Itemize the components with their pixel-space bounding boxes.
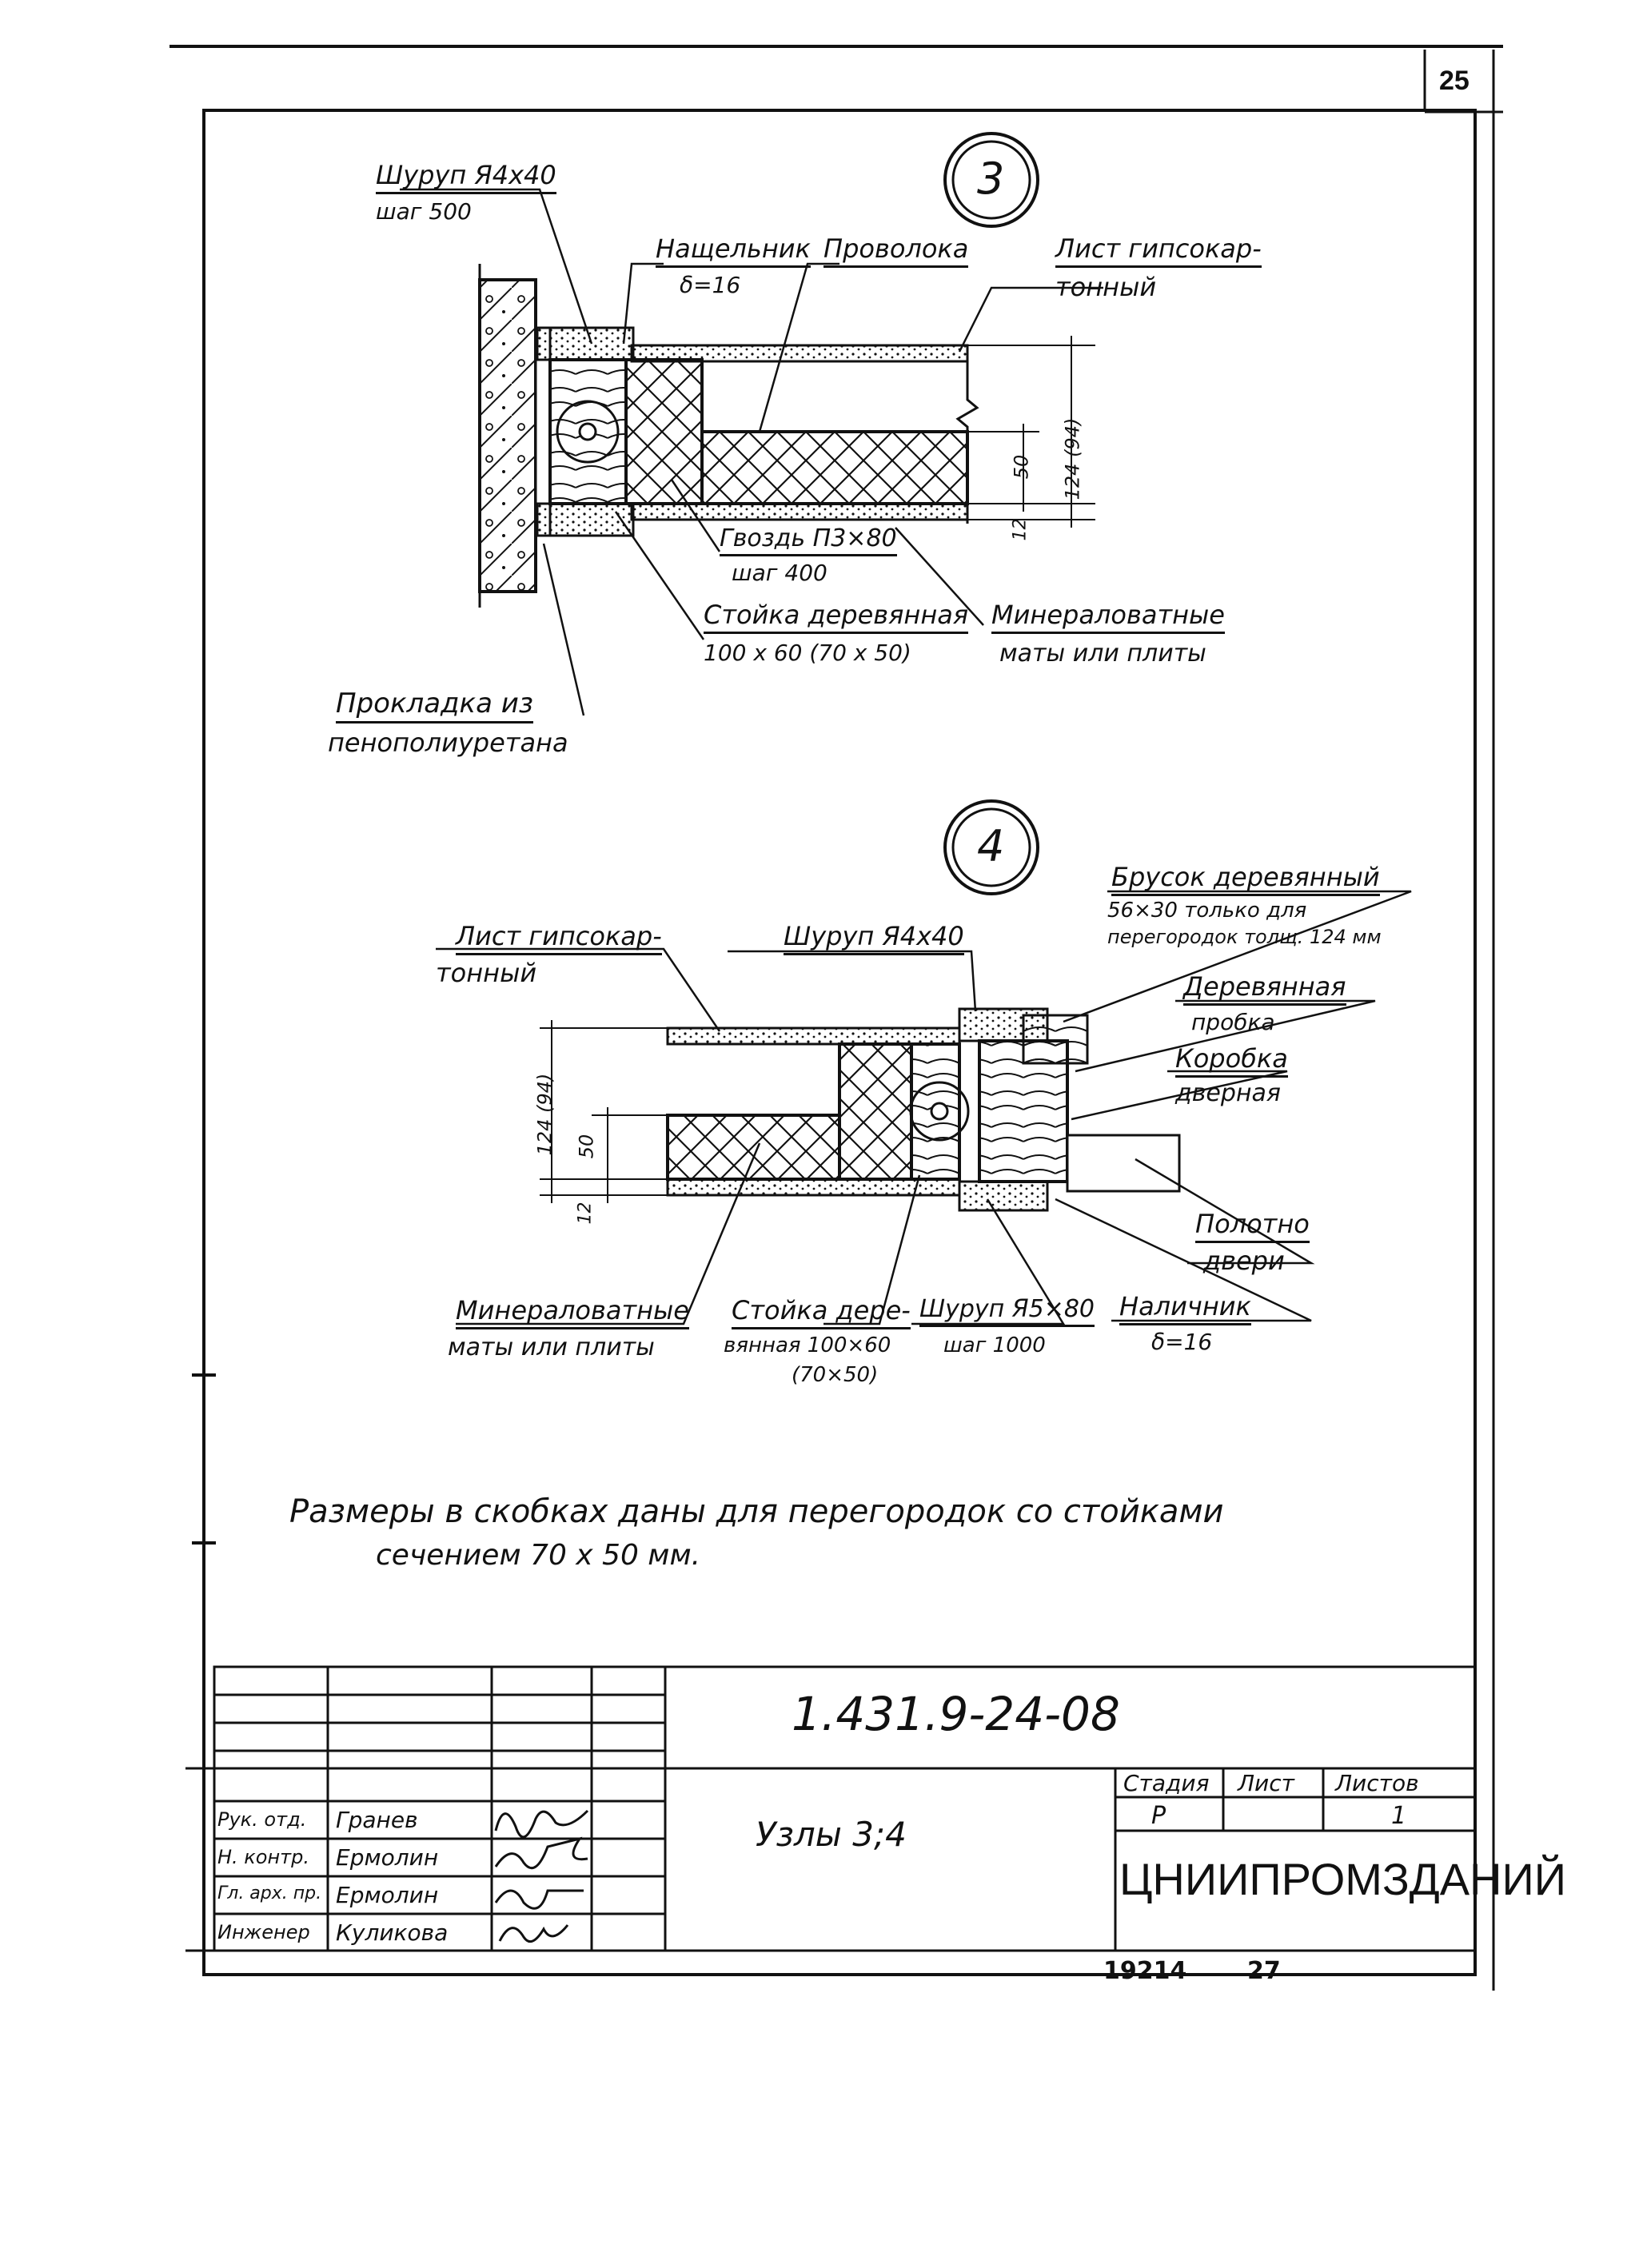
n3-mineral-label: Минераловатные bbox=[991, 600, 1225, 634]
sheets-header: Листов bbox=[1335, 1770, 1419, 1796]
n3-wire-label: Проволока bbox=[824, 233, 969, 268]
gypsum-top bbox=[630, 344, 969, 363]
node-4-drawing bbox=[436, 799, 1412, 1325]
n4-plug-label: Деревянная bbox=[1183, 971, 1346, 1006]
role-row-4: Инженер bbox=[217, 1921, 310, 1943]
n4-casing-size: δ=16 bbox=[1151, 1329, 1213, 1355]
archive-number: 19214 bbox=[1103, 1957, 1187, 1985]
node-4-circle bbox=[943, 799, 1039, 895]
n3-screw-step: шаг 500 bbox=[376, 198, 472, 225]
page-count: 27 bbox=[1247, 1957, 1281, 1985]
n4-leaf-label: Полотно bbox=[1195, 1209, 1310, 1243]
n3-gypsum-label-2: тонный bbox=[1055, 272, 1157, 302]
n4-bar-label-2: 56×30 только для bbox=[1107, 899, 1307, 923]
sheet-header: Лист bbox=[1238, 1770, 1294, 1796]
role-row-3: Гл. арх. пр. bbox=[217, 1883, 322, 1903]
n4-plug-label-2: пробка bbox=[1191, 1009, 1275, 1035]
n4-dim-total: 124 (94) bbox=[533, 1073, 556, 1156]
name-row-2: Ермолин bbox=[336, 1844, 439, 1871]
signatures bbox=[494, 1809, 589, 1943]
node-3-drawing bbox=[400, 132, 1103, 716]
node-4-label: 4 bbox=[977, 821, 1005, 871]
n3-mineral-label-2: маты или плиты bbox=[999, 640, 1206, 668]
n3-stud-size: 100 х 60 (70 х 50) bbox=[704, 640, 911, 666]
n4-bar-label: Брусок деревянный bbox=[1111, 862, 1380, 896]
n4-stud-label: Стойка дере- bbox=[732, 1295, 911, 1329]
n4-gypsum-label-2: тонный bbox=[436, 958, 537, 988]
stage-header: Стадия bbox=[1123, 1770, 1210, 1796]
n3-dim-50: 50 bbox=[1010, 454, 1033, 480]
n3-platband-size: δ=16 bbox=[680, 272, 741, 298]
node-3-label: 3 bbox=[977, 153, 1005, 204]
title-block-grid bbox=[213, 1665, 1477, 1952]
node-3-circle bbox=[943, 132, 1039, 228]
role-row-2: Н. контр. bbox=[217, 1846, 310, 1868]
n3-gasket-label: Прокладка из bbox=[336, 688, 533, 723]
n3-dim-12: 12 bbox=[1010, 518, 1031, 541]
gypsum-bottom bbox=[630, 502, 969, 521]
n3-platband-label: Нащельник bbox=[656, 233, 811, 268]
n4-box-label-2: дверная bbox=[1175, 1079, 1281, 1107]
name-row-3: Ермолин bbox=[336, 1882, 439, 1908]
n4-leaf-label-2: двери bbox=[1203, 1246, 1285, 1276]
stage-value: Р bbox=[1151, 1802, 1166, 1830]
n4-gypsum-label: Лист гипсокар- bbox=[456, 921, 662, 955]
n4-screw2-step: шаг 1000 bbox=[943, 1333, 1046, 1357]
n3-nail-step: шаг 400 bbox=[732, 560, 827, 586]
sheets-value: 1 bbox=[1391, 1802, 1407, 1830]
n3-gypsum-label: Лист гипсокар- bbox=[1055, 233, 1262, 268]
note-line-1: Размеры в скобках даны для перегородок с… bbox=[289, 1493, 1224, 1530]
note-line-2: сечением 70 х 50 мм. bbox=[376, 1539, 701, 1572]
concrete-wall bbox=[478, 278, 537, 593]
n4-screw-label: Шуруп Я4х40 bbox=[784, 921, 964, 955]
name-row-1: Гранев bbox=[336, 1807, 418, 1833]
n4-box-label: Коробка bbox=[1175, 1043, 1288, 1078]
n4-screw2-label: Шуруп Я5×80 bbox=[919, 1295, 1095, 1327]
n4-dim-12: 12 bbox=[575, 1202, 596, 1225]
name-row-4: Куликова bbox=[336, 1919, 449, 1946]
n4-stud-label-2: вянная 100×60 bbox=[724, 1333, 891, 1357]
n3-dim-total: 124 (94) bbox=[1061, 417, 1084, 500]
sheet-number: 25 bbox=[1439, 66, 1470, 96]
n4-bar-label-3: перегородок толщ. 124 мм bbox=[1107, 926, 1382, 948]
drawing-title: Узлы 3;4 bbox=[756, 1815, 907, 1854]
n3-screw-label: Шуруп Я4х40 bbox=[376, 160, 556, 194]
n4-dim-50: 50 bbox=[575, 1134, 598, 1159]
n3-stud-label: Стойка деревянная bbox=[704, 600, 969, 634]
n4-mineral-label-2: маты или плиты bbox=[448, 1333, 655, 1361]
n3-gasket-label-2: пенополиуретана bbox=[328, 727, 568, 758]
door-leaf bbox=[1066, 1134, 1181, 1193]
mineral-wool bbox=[700, 430, 969, 505]
organization: ЦНИИПРОМЗДАНИЙ bbox=[1119, 1854, 1566, 1904]
role-row-1: Рук. отд. bbox=[217, 1808, 307, 1831]
n4-stud-label-3: (70×50) bbox=[792, 1363, 879, 1387]
drawing-code: 1.431.9-24-08 bbox=[792, 1687, 1120, 1741]
n4-casing-label: Наличник bbox=[1119, 1291, 1251, 1325]
n4-mineral-label: Минераловатные bbox=[456, 1295, 689, 1329]
n3-nail-label: Гвоздь П3×80 bbox=[720, 524, 897, 556]
